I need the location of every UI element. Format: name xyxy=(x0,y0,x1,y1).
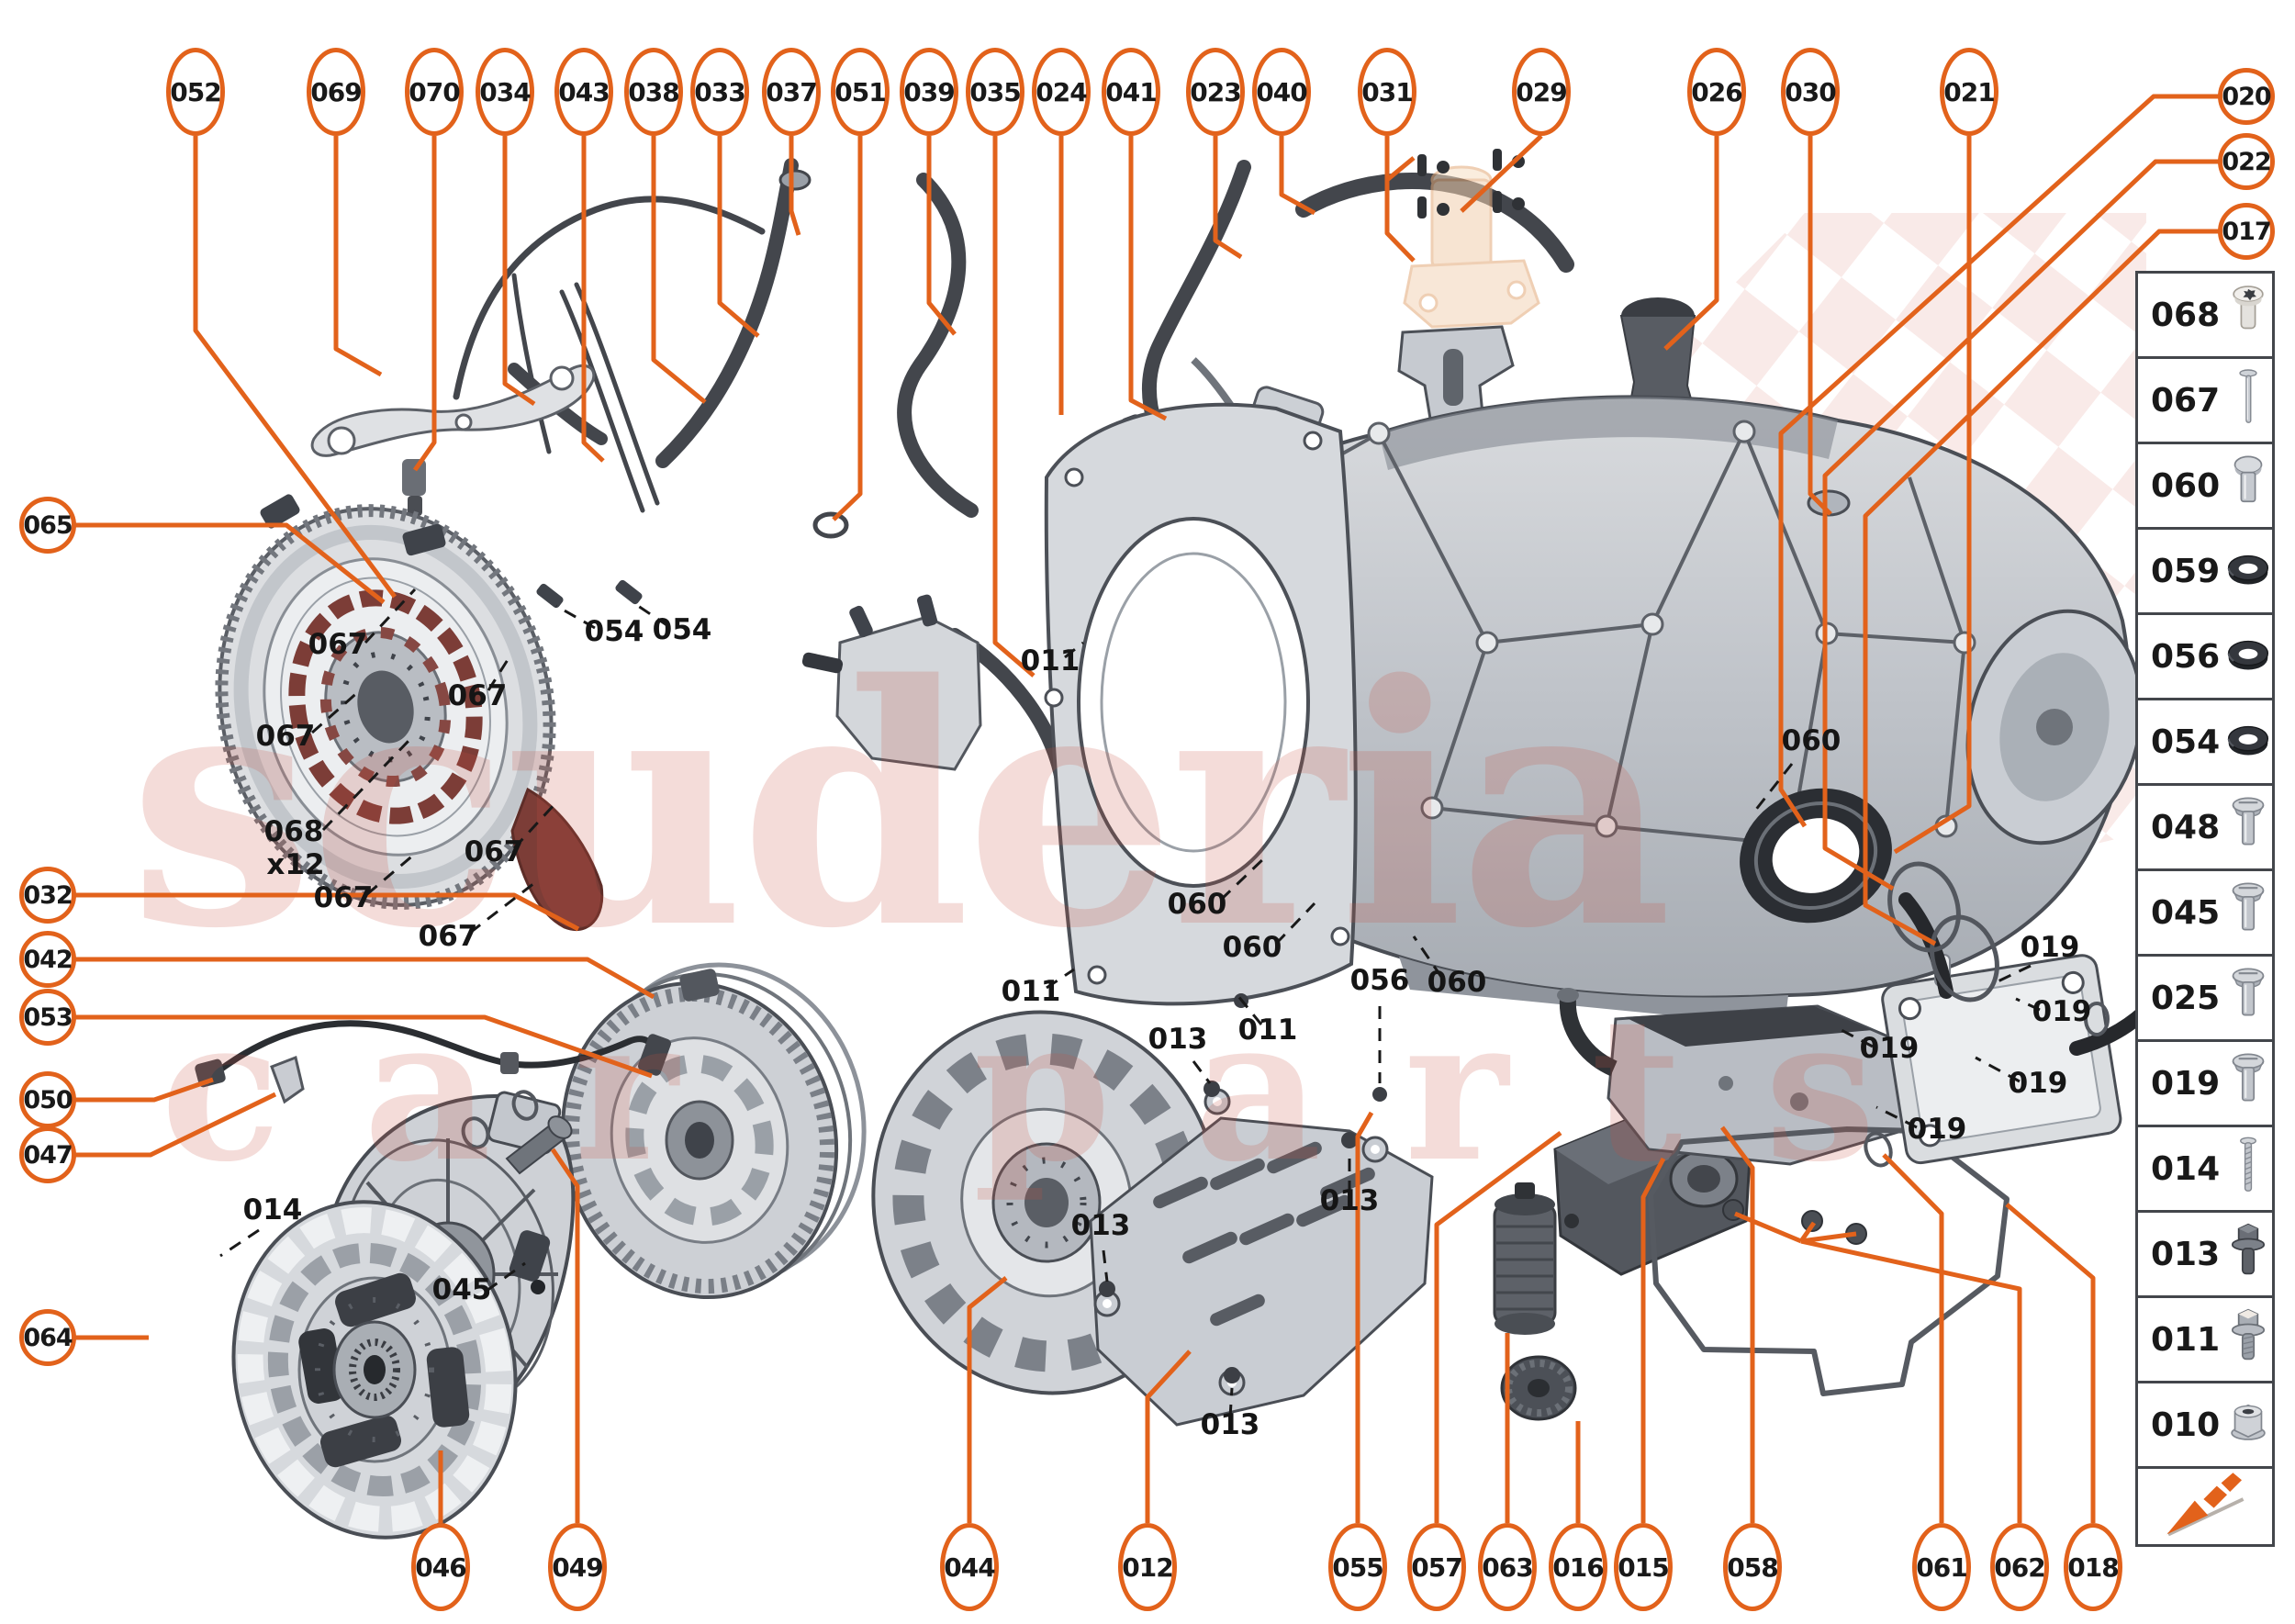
sidebar-part-row-025[interactable]: 025 xyxy=(2135,954,2275,1042)
callout-022[interactable]: 022 xyxy=(2218,133,2275,190)
callout-017[interactable]: 017 xyxy=(2218,203,2275,260)
threaded-stud-icon xyxy=(2220,1135,2277,1203)
sidebar-part-number: 019 xyxy=(2151,1064,2221,1103)
callout-065[interactable]: 065 xyxy=(19,497,76,554)
sidebar-part-number: 011 xyxy=(2151,1320,2221,1359)
sidebar-part-row-060[interactable]: 060 xyxy=(2135,442,2275,530)
pan-screw-icon xyxy=(2220,964,2277,1032)
sidebar-part-row-013[interactable]: 013 xyxy=(2135,1210,2275,1298)
callout-020[interactable]: 020 xyxy=(2218,68,2275,125)
sidebar-part-number: 013 xyxy=(2151,1235,2221,1273)
callout-055[interactable]: 055 xyxy=(1328,1523,1387,1611)
sidebar-part-number: 010 xyxy=(2151,1406,2221,1444)
sidebar-part-row-011[interactable]: 011 xyxy=(2135,1295,2275,1383)
sidebar-part-number: 054 xyxy=(2151,722,2221,761)
callout-042[interactable]: 042 xyxy=(19,931,76,988)
clutch-disc xyxy=(231,1200,518,1540)
flange-bolt-icon xyxy=(2220,1305,2277,1373)
sidebar-part-number: 056 xyxy=(2151,637,2221,676)
sidebar-part-row-054[interactable]: 054 xyxy=(2135,698,2275,786)
callout-046[interactable]: 046 xyxy=(411,1523,470,1611)
callout-061[interactable]: 061 xyxy=(1912,1523,1971,1611)
seal-ring-icon xyxy=(2220,622,2277,690)
seal-ring-icon xyxy=(2220,708,2277,776)
callout-026[interactable]: 026 xyxy=(1687,48,1746,136)
callout-040[interactable]: 040 xyxy=(1252,48,1311,136)
sidebar-part-number: 067 xyxy=(2151,381,2221,420)
callout-024[interactable]: 024 xyxy=(1032,48,1091,136)
callout-049[interactable]: 049 xyxy=(548,1523,607,1611)
callout-037[interactable]: 037 xyxy=(762,48,821,136)
parts-sidebar: 068 067 060 059 056 054 048 045 025 019 014 013 011 0… xyxy=(2135,271,2275,1547)
pan-screw-icon xyxy=(2220,1049,2277,1117)
callout-021[interactable]: 021 xyxy=(1940,48,1998,136)
callout-033[interactable]: 033 xyxy=(690,48,749,136)
callout-032[interactable]: 032 xyxy=(19,867,76,924)
sidebar-part-row-010[interactable]: 010 xyxy=(2135,1381,2275,1469)
callout-063[interactable]: 063 xyxy=(1478,1523,1537,1611)
sidebar-part-number: 059 xyxy=(2151,552,2221,590)
callout-052[interactable]: 052 xyxy=(166,48,225,136)
sidebar-back-arrow-cell[interactable] xyxy=(2135,1466,2275,1547)
sidebar-part-row-059[interactable]: 059 xyxy=(2135,527,2275,615)
clutch-housing-cover xyxy=(1044,402,1358,1006)
callout-023[interactable]: 023 xyxy=(1186,48,1245,136)
sidebar-part-row-019[interactable]: 019 xyxy=(2135,1039,2275,1127)
e-machine-ring xyxy=(215,494,604,932)
callout-031[interactable]: 031 xyxy=(1358,48,1416,136)
flange-nut-icon xyxy=(2220,1391,2277,1459)
callout-012[interactable]: 012 xyxy=(1118,1523,1177,1611)
sidebar-part-number: 048 xyxy=(2151,808,2221,846)
flange-bolt-dark-icon xyxy=(2220,1220,2277,1288)
sidebar-part-number: 025 xyxy=(2151,979,2221,1017)
callout-062[interactable]: 062 xyxy=(1990,1523,2049,1611)
callout-057[interactable]: 057 xyxy=(1407,1523,1466,1611)
sidebar-part-row-014[interactable]: 014 xyxy=(2135,1125,2275,1213)
callout-064[interactable]: 064 xyxy=(19,1309,76,1366)
svg-text:car: car xyxy=(161,973,761,1205)
callout-050[interactable]: 050 xyxy=(19,1071,76,1128)
shoulder-bolt-icon xyxy=(2220,452,2277,520)
svg-text:scuderia: scuderia xyxy=(129,612,1667,1001)
callout-044[interactable]: 044 xyxy=(940,1523,999,1611)
callout-038[interactable]: 038 xyxy=(624,48,683,136)
callout-047[interactable]: 047 xyxy=(19,1126,76,1183)
callout-034[interactable]: 034 xyxy=(476,48,534,136)
callout-069[interactable]: 069 xyxy=(307,48,365,136)
orange-arrow-icon xyxy=(2166,1473,2245,1537)
sidebar-part-number: 068 xyxy=(2151,296,2221,334)
torx-screw-icon xyxy=(2220,281,2277,349)
callout-016[interactable]: 016 xyxy=(1549,1523,1607,1611)
callout-035[interactable]: 035 xyxy=(966,48,1024,136)
callout-030[interactable]: 030 xyxy=(1781,48,1840,136)
callout-029[interactable]: 029 xyxy=(1512,48,1571,136)
sidebar-part-row-048[interactable]: 048 xyxy=(2135,783,2275,871)
pan-screw-icon xyxy=(2220,879,2277,946)
pan-screw-icon xyxy=(2220,793,2277,861)
callout-070[interactable]: 070 xyxy=(405,48,464,136)
seal-ring-icon xyxy=(2220,537,2277,605)
sidebar-part-row-067[interactable]: 067 xyxy=(2135,356,2275,444)
callout-015[interactable]: 015 xyxy=(1614,1523,1673,1611)
callout-058[interactable]: 058 xyxy=(1723,1523,1782,1611)
sidebar-part-number: 014 xyxy=(2151,1149,2221,1188)
sidebar-part-row-045[interactable]: 045 xyxy=(2135,868,2275,957)
plate-bolts xyxy=(1099,993,1387,1383)
callout-053[interactable]: 053 xyxy=(19,989,76,1046)
callout-051[interactable]: 051 xyxy=(831,48,890,136)
long-screw-icon xyxy=(2220,366,2277,434)
callout-043[interactable]: 043 xyxy=(554,48,613,136)
callout-041[interactable]: 041 xyxy=(1102,48,1160,136)
callout-018[interactable]: 018 xyxy=(2064,1523,2122,1611)
sidebar-part-row-068[interactable]: 068 xyxy=(2135,271,2275,359)
sidebar-part-number: 060 xyxy=(2151,466,2221,505)
callout-039[interactable]: 039 xyxy=(900,48,958,136)
sidebar-part-row-056[interactable]: 056 xyxy=(2135,612,2275,700)
svg-text:parts: parts xyxy=(973,973,1958,1205)
sidebar-part-number: 045 xyxy=(2151,893,2221,932)
